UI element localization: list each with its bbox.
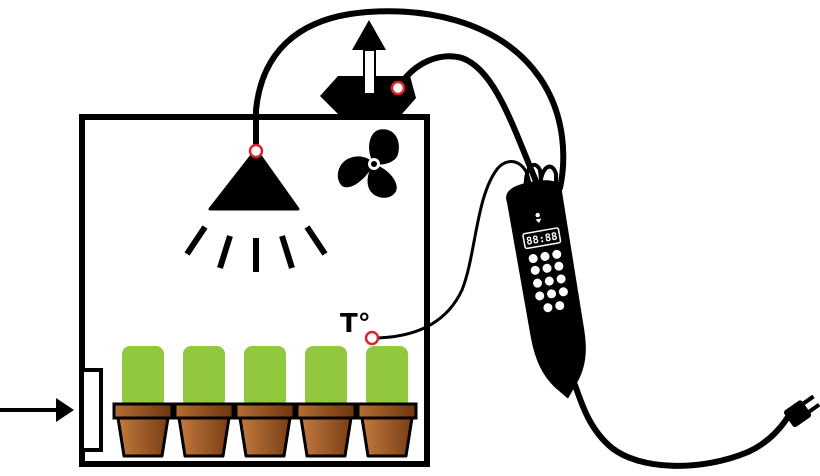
fan-power-cable [395, 53, 541, 189]
temperature-sensor-label: T° [340, 309, 371, 339]
grow-lamp-icon [208, 148, 300, 211]
plant-row [112, 346, 418, 458]
keypad-button [547, 289, 557, 299]
fan-connector [390, 80, 406, 96]
controller-keypad [528, 249, 568, 313]
controller-display [522, 227, 562, 250]
timer-controller: 88:88 [506, 180, 586, 399]
temperature-sensor-probe [364, 330, 380, 346]
controller-display-text: 88:88 [525, 231, 558, 248]
keypad-button [543, 303, 553, 313]
intake-vent [80, 368, 103, 452]
keypad-button [542, 263, 552, 273]
keypad-button [554, 261, 564, 271]
flower-pot [238, 416, 292, 458]
keypad-button [535, 291, 545, 301]
mains-plug-icon [783, 394, 820, 428]
flower-pot [177, 416, 231, 458]
pot-rim [173, 402, 235, 420]
keypad-button [544, 276, 554, 286]
light-rays [184, 225, 328, 272]
fan-icon [337, 129, 399, 198]
plant [366, 346, 408, 408]
lamp-power-cable [253, 8, 567, 191]
plant [183, 346, 225, 408]
flower-pot [299, 416, 353, 458]
keypad-button [556, 274, 566, 284]
flower-pot [360, 416, 414, 458]
pot-rim [234, 402, 296, 420]
plant [122, 346, 164, 408]
flower-pot [116, 416, 170, 458]
logo-icon [535, 212, 542, 223]
pot-rim [356, 402, 418, 420]
pot-rim [295, 402, 357, 420]
exhaust-arrow-shaft [363, 49, 376, 95]
keypad-button [558, 287, 568, 297]
keypad-button [532, 278, 542, 288]
keypad-button [530, 265, 540, 275]
intake-arrow-icon [56, 398, 74, 422]
keypad-button [540, 251, 550, 261]
plant [244, 346, 286, 408]
keypad-button [552, 249, 562, 259]
lamp-connector [248, 143, 264, 159]
keypad-button [555, 301, 565, 311]
exhaust-arrow-icon [352, 20, 386, 50]
pot-rim [112, 402, 174, 420]
grow-box [79, 114, 430, 467]
keypad-button [528, 254, 538, 264]
plant [305, 346, 347, 408]
mains-power-cable [572, 382, 795, 469]
